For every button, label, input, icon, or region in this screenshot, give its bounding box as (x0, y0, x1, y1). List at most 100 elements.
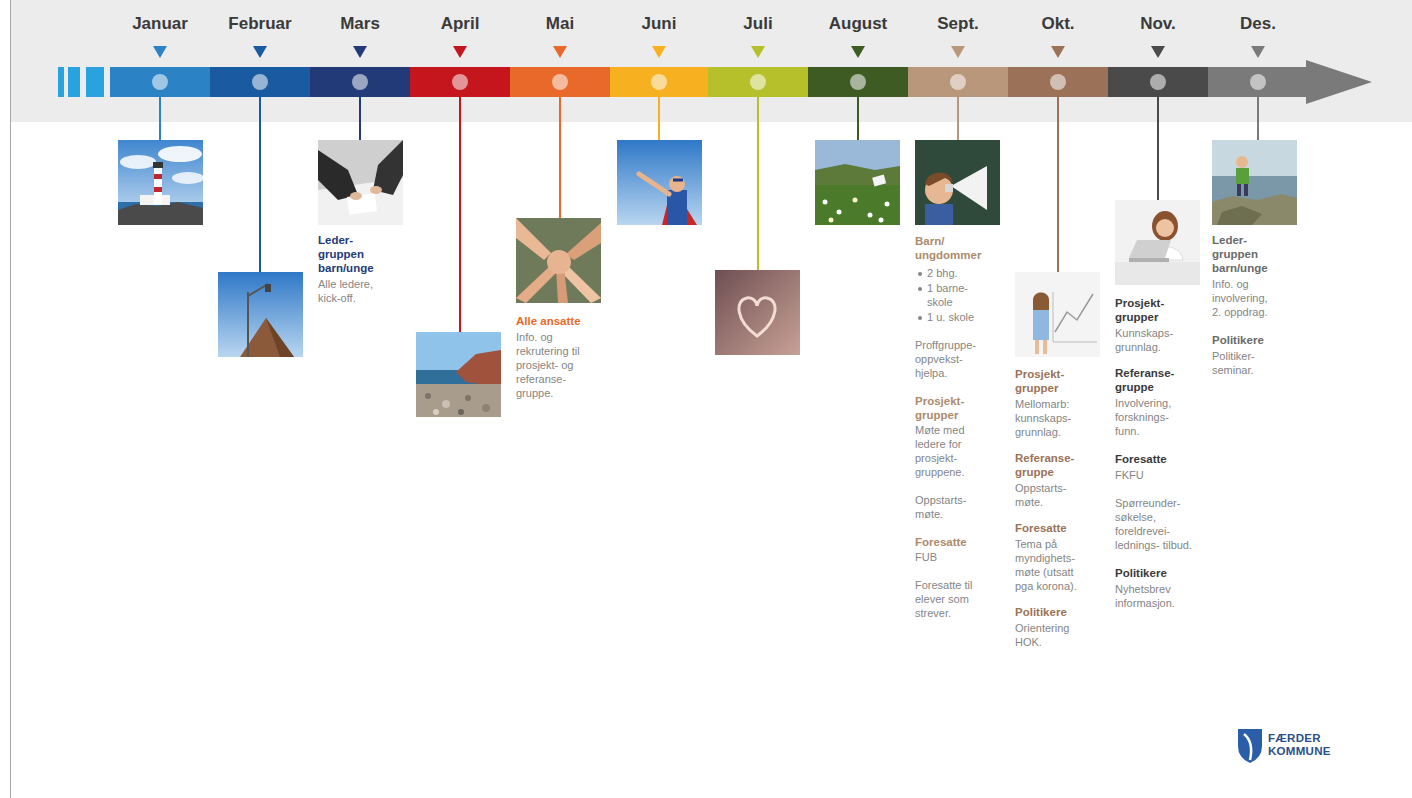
group-heading: Referanse- gruppe (1115, 366, 1195, 394)
note-text: Orientering HOK. (1015, 621, 1095, 649)
photo-meeting (318, 140, 403, 225)
month-segment: Januar (110, 67, 210, 97)
bullet-dot (918, 287, 922, 291)
group-heading: Prosjekt- grupper (1115, 296, 1195, 324)
month-name: August (788, 14, 928, 34)
month-marker (652, 46, 666, 58)
timeline-dot (750, 74, 766, 90)
photo-meadow (815, 140, 900, 225)
logo-shield (1238, 729, 1262, 763)
month-marker (553, 46, 567, 58)
bullet-text: 1 u. skole (927, 310, 991, 324)
gray-band (10, 0, 1412, 122)
month-name: Sept. (888, 14, 1028, 34)
month-segment: Februar (210, 67, 310, 97)
month-name: Nov. (1088, 14, 1228, 34)
photo-chart-girl (1015, 272, 1100, 357)
bullet-dot (918, 272, 922, 276)
bullet-text: 2 bhg. (927, 266, 991, 280)
photo-lighthouse (118, 140, 204, 225)
photo-seaside (1212, 140, 1297, 225)
timeline-dot (152, 74, 168, 90)
text-column: Barn/ ungdommer 2 bhg.1 barne- skole1 u. … (915, 234, 991, 620)
bullet-text: 1 barne- skole (927, 281, 991, 309)
month-name: Juli (688, 14, 828, 34)
arrow-head (1306, 60, 1372, 104)
photo-heart (715, 270, 800, 355)
note-text: Involvering, forsknings- funn. (1115, 396, 1195, 438)
month-name: Okt. (988, 14, 1128, 34)
note-text: Info. og involvering, 2. oppdrag. (1212, 277, 1278, 319)
timeline-dot (1250, 74, 1266, 90)
timeline-dot (552, 74, 568, 90)
group-heading: Alle ansatte (516, 314, 598, 328)
text-column: Prosjekt- grupperMellomarb: kunnskaps- g… (1015, 367, 1095, 649)
group-heading: Leder- gruppen barn/unge (318, 233, 392, 275)
group-heading: Politikere (1212, 333, 1278, 347)
month-name: Des. (1188, 14, 1328, 34)
timeline-dot (651, 74, 667, 90)
month-marker (851, 46, 865, 58)
note-text: Info. og rekrutering til prosjekt- og re… (516, 330, 598, 400)
bullet-item: 1 barne- skole (915, 281, 991, 309)
group-heading: Barn/ ungdommer (915, 234, 991, 262)
month-marker (1151, 46, 1165, 58)
month-name: Juni (590, 14, 728, 34)
group-heading: Foresatte (1015, 521, 1095, 535)
month-marker (153, 46, 167, 58)
month-name: April (390, 14, 530, 34)
note-text: Oppstarts- møte. (1015, 481, 1095, 509)
month-segment: Mars (310, 67, 410, 97)
logo-text: FÆRDER KOMMUNE (1268, 732, 1336, 758)
timeline-dot (1150, 74, 1166, 90)
start-stripes (58, 67, 104, 97)
month-marker (1051, 46, 1065, 58)
timeline-dot (1050, 74, 1066, 90)
note-text: Politiker- seminar. (1212, 349, 1278, 377)
month-segment: April (410, 67, 510, 97)
note-text: Oppstarts- møte. (915, 493, 991, 521)
bullet-item: 2 bhg. (915, 266, 991, 280)
month-marker (751, 46, 765, 58)
group-heading: Leder- gruppen barn/unge (1212, 233, 1278, 275)
group-heading: Foresatte (1115, 452, 1195, 466)
photo-superkid (617, 140, 702, 225)
group-heading: Politikere (1115, 566, 1195, 580)
month-marker (951, 46, 965, 58)
note-text: Møte med ledere for prosjekt- gruppene. (915, 423, 991, 479)
month-marker (253, 46, 267, 58)
note-text: Kunnskaps- grunnlag. (1115, 326, 1195, 354)
timeline-dot (252, 74, 268, 90)
bullet-item: 1 u. skole (915, 310, 991, 324)
bullet-dot (918, 316, 922, 320)
month-name: Mai (490, 14, 630, 34)
group-heading: Foresatte (915, 535, 991, 549)
month-name: Februar (190, 14, 330, 34)
month-marker (353, 46, 367, 58)
text-column: FÆRDER KOMMUNE (1268, 732, 1336, 758)
timeline-dot (352, 74, 368, 90)
note-text: Alle ledere, kick-off. (318, 277, 392, 305)
month-segment: Juni (610, 67, 708, 97)
note-text: Foresatte til elever som strever. (915, 578, 991, 620)
photo-beach (416, 332, 501, 417)
month-segment: Okt. (1008, 67, 1108, 97)
text-column: Leder- gruppen barn/ungeInfo. og involve… (1212, 233, 1278, 377)
text-column: Prosjekt- grupperKunnskaps- grunnlag. Ref… (1115, 296, 1195, 610)
month-name: Mars (290, 14, 430, 34)
note-text: Nyhetsbrev informasjon. (1115, 582, 1195, 610)
page-border (10, 0, 11, 798)
month-name: Januar (90, 14, 230, 34)
month-segment: Mai (510, 67, 610, 97)
group-heading: Referanse- gruppe (1015, 451, 1095, 479)
photo-hands (516, 218, 601, 303)
photo-laptop (1115, 200, 1200, 285)
timeline-dot (850, 74, 866, 90)
group-heading: Prosjekt- grupper (915, 394, 991, 422)
month-segment: Nov. (1108, 67, 1208, 97)
note-text: FUB (915, 550, 991, 564)
